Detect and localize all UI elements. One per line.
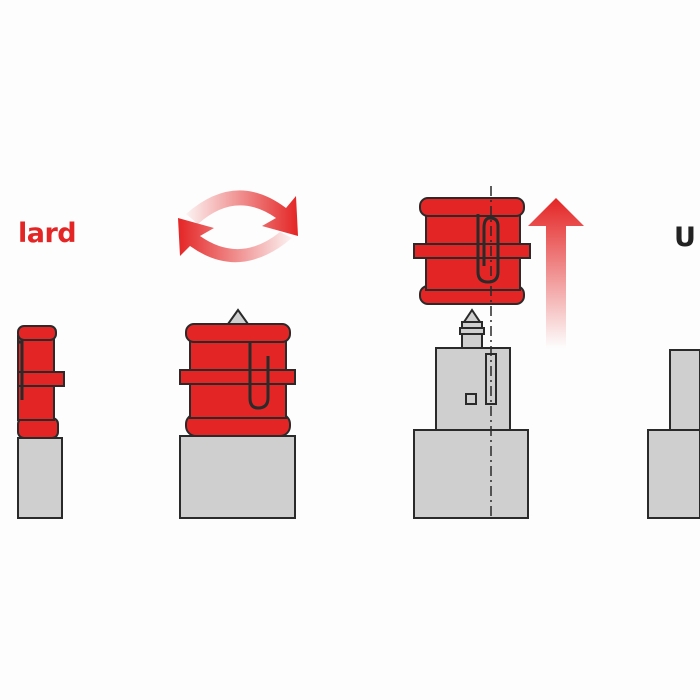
step-4-assembly xyxy=(647,349,700,519)
step-1-cap-flange xyxy=(17,371,65,387)
step-3-cap-top-ring xyxy=(419,197,525,217)
step-2-cap-top-ring xyxy=(185,323,291,343)
step-3-button xyxy=(465,393,477,405)
step-2-tip xyxy=(226,308,250,325)
step-3-clip xyxy=(476,214,500,284)
step-4-upper-body xyxy=(669,349,700,433)
step-2-body xyxy=(179,435,296,519)
rotate-arrows-icon xyxy=(178,190,298,263)
up-arrow-icon xyxy=(528,198,584,348)
step-1-body xyxy=(17,437,63,519)
step-2-cap-flange xyxy=(179,369,296,385)
step-label-partial-right: U xyxy=(674,222,696,253)
step-4-body xyxy=(647,429,700,519)
step-3-threaded-tip xyxy=(459,308,485,349)
step-3-assembly xyxy=(413,186,584,519)
step-1-cap-top-ring xyxy=(17,325,57,341)
step-1-clip xyxy=(18,340,24,400)
step-3-cap-flange xyxy=(413,243,531,259)
step-label-partial: lard xyxy=(18,218,77,249)
step-1-assembly xyxy=(17,325,65,519)
step-2-clip xyxy=(248,342,270,410)
step-3-upper-body xyxy=(435,347,511,431)
step-3-body xyxy=(413,429,529,519)
step-2-assembly xyxy=(178,190,298,519)
